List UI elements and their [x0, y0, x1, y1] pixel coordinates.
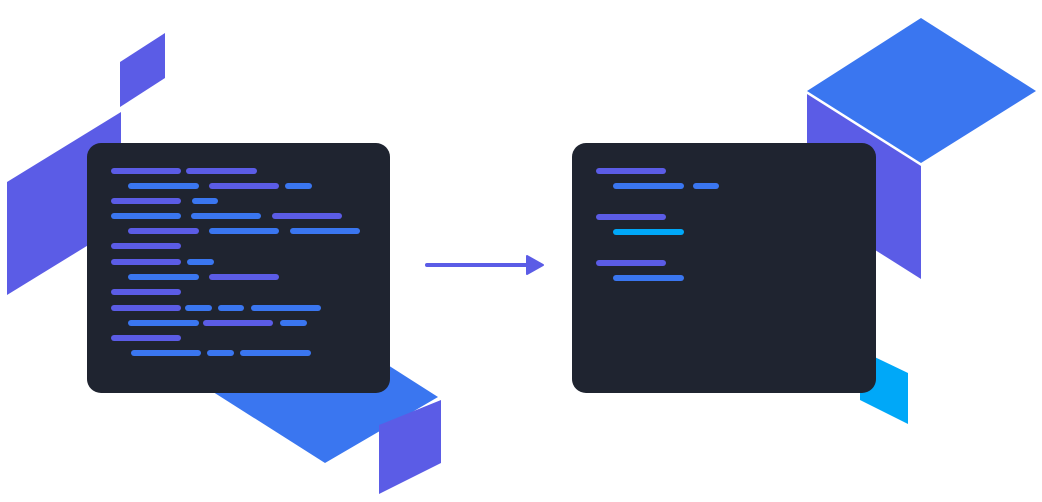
left-bottom-purple-side-face — [379, 400, 441, 494]
left-top-small-face — [120, 33, 165, 107]
right-cube-top-face — [807, 18, 1036, 163]
after-panel-background — [572, 143, 876, 393]
after-code-lines — [596, 168, 719, 281]
after-code-panel — [572, 143, 876, 393]
before-code-panel — [87, 143, 390, 393]
arrow-right-icon — [425, 255, 544, 275]
before-panel-background — [87, 143, 390, 393]
before-code-lines — [111, 168, 360, 356]
